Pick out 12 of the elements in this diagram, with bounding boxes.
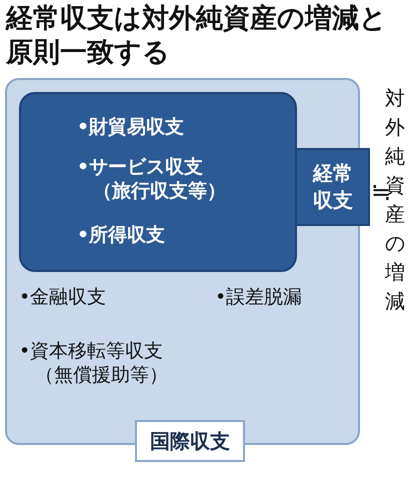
inner-box <box>19 92 297 272</box>
bullet-item: •所得収支 <box>77 224 166 248</box>
box-label: 国際収支 <box>149 429 231 454</box>
title: 経常収支は対外純資産の増減と原則一致する <box>6 2 388 70</box>
bullet-item: •金融収支 <box>19 286 108 310</box>
tab-box <box>295 148 370 226</box>
bullet-item: •サービス収支（旅行収支等） <box>77 156 227 204</box>
bullet-item: •資本移転等収支（無償援助等） <box>19 340 169 388</box>
tab-label: 経常収支 <box>312 160 354 214</box>
bullet-item: •財貿易収支 <box>77 116 186 140</box>
bullet-item: •誤差脱漏 <box>215 286 304 310</box>
label-box <box>135 420 245 462</box>
